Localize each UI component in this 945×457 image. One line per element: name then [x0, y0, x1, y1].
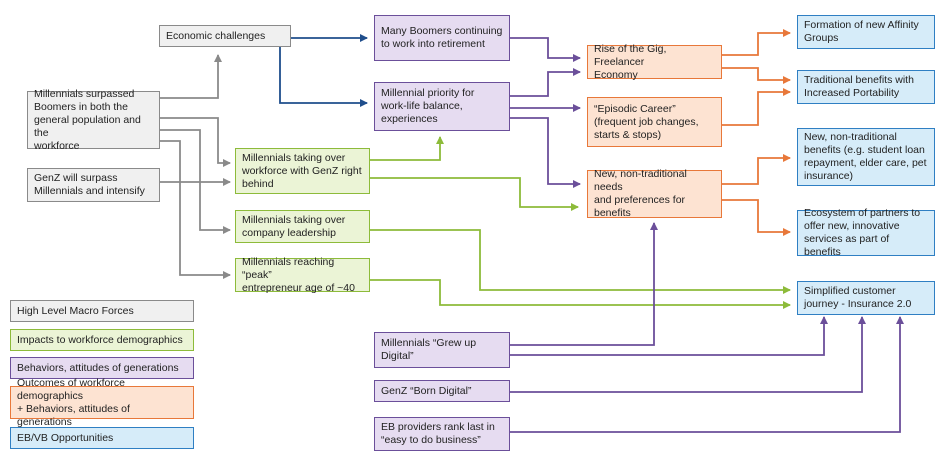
link-millennials-workforce: [160, 117, 231, 167]
legend-opportunities: EB/VB Opportunities: [10, 427, 194, 449]
node-genz-surpass: GenZ will surpass Millennials and intens…: [27, 168, 160, 202]
link-millennials-peak: [160, 140, 231, 279]
legend-outcomes: Outcomes of workforce demographics + Beh…: [10, 377, 194, 428]
node-traditional-benefits: Traditional benefits with Increased Port…: [797, 70, 935, 104]
legend-macro-forces: High Level Macro Forces: [10, 300, 194, 322]
node-boomers-working: Many Boomers continuing to work into ret…: [374, 15, 510, 61]
link-peak-simplified: [370, 279, 791, 309]
link-economic-priority: [279, 45, 368, 107]
node-episodic-career: “Episodic Career” (frequent job changes,…: [587, 97, 722, 147]
node-millennials-peak: Millennials reaching “peak” entrepreneur…: [235, 256, 370, 294]
link-leadership-simplified: [370, 229, 791, 294]
link-priority-needs: [510, 117, 581, 188]
link-grewup-needs: [510, 222, 658, 346]
link-millennials-leadership: [160, 129, 231, 234]
node-nontraditional-benefits: New, non-traditional benefits (e.g. stud…: [797, 128, 935, 186]
link-workforce-needs: [370, 177, 579, 211]
link-grewup-simplified: [510, 316, 828, 356]
link-needs-ecosystem: [722, 199, 791, 236]
node-ecosystem-partners: Ecosystem of partners to offer new, inno…: [797, 207, 935, 258]
node-genz-born-digital: GenZ “Born Digital”: [374, 380, 510, 402]
link-needs-nontrad: [722, 154, 791, 185]
node-economic-challenges: Economic challenges: [159, 25, 291, 47]
link-priority-gig: [510, 68, 581, 97]
link-boomers-gig: [510, 37, 581, 62]
node-millennial-priority: Millennial priority for work-life balanc…: [374, 82, 510, 131]
node-millennials-grew-up-digital: Millennials “Grew up Digital”: [374, 332, 510, 368]
node-millennials-surpassed: Millennials surpassed Boomers in both th…: [27, 88, 160, 152]
link-gig-affinity: [722, 29, 791, 56]
link-gig-traditional: [722, 67, 791, 84]
node-affinity-groups: Formation of new Affinity Groups: [797, 15, 935, 49]
link-genz-simplified: [510, 316, 866, 393]
node-new-needs: New, non-traditional needs and preferenc…: [587, 168, 722, 219]
link-ebrank-simplified: [510, 316, 904, 433]
link-workforce-priority: [370, 136, 444, 161]
link-millennials-economic: [160, 54, 222, 99]
legend-impacts: Impacts to workforce demographics: [10, 329, 194, 351]
legend-behaviors: Behaviors, attitudes of generations: [10, 357, 194, 379]
node-simplified-journey: Simplified customer journey - Insurance …: [797, 281, 935, 315]
node-millennials-taking-over-leadership: Millennials taking over company leadersh…: [235, 210, 370, 243]
node-eb-providers-rank: EB providers rank last in “easy to do bu…: [374, 417, 510, 451]
link-episodic-traditional: [722, 88, 791, 126]
node-gig-economy: Rise of the Gig, Freelancer Economy: [587, 43, 722, 81]
node-millennials-taking-over-workforce: Millennials taking over workforce with G…: [235, 148, 370, 194]
